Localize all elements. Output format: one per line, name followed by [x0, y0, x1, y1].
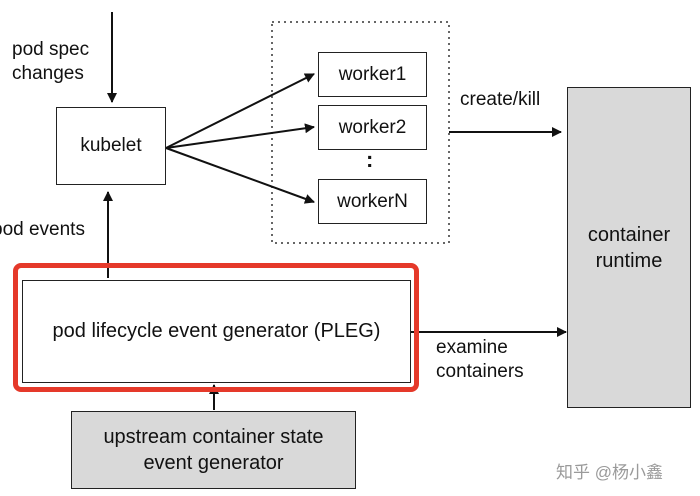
worker1-box: worker1	[318, 52, 427, 97]
upstream-generator-box: upstream container state event generator	[71, 411, 356, 489]
kubelet-worker1-arrow	[165, 73, 315, 149]
pleg-label: pod lifecycle event generator (PLEG)	[52, 320, 381, 342]
pod-spec-changes-label: pod spec changes	[12, 39, 90, 84]
pod-events-label: pod events	[0, 219, 85, 240]
worker2-label: worker2	[338, 116, 407, 138]
create-kill-label: create/kill	[460, 89, 541, 110]
container-runtime-box: container runtime	[567, 87, 691, 408]
worker-ellipsis: :	[366, 147, 374, 172]
container-runtime-label: container runtime	[587, 223, 671, 272]
workerN-label: workerN	[337, 190, 408, 212]
examine-containers-label: examine containers	[436, 337, 524, 382]
workerN-box: workerN	[318, 179, 427, 224]
kubelet-box: kubelet	[56, 107, 166, 185]
kubelet-workerN-arrow	[165, 147, 315, 204]
pleg-highlight-frame	[13, 263, 419, 392]
watermark: 知乎 @杨小鑫	[556, 463, 663, 482]
worker1-label: worker1	[338, 63, 407, 85]
pleg-box: pod lifecycle event generator (PLEG)	[22, 280, 411, 383]
worker2-box: worker2	[318, 105, 427, 150]
kubelet-label: kubelet	[80, 135, 142, 156]
upstream-generator-label: upstream container state event generator	[103, 426, 324, 474]
kubelet-worker2-arrow	[165, 123, 315, 149]
